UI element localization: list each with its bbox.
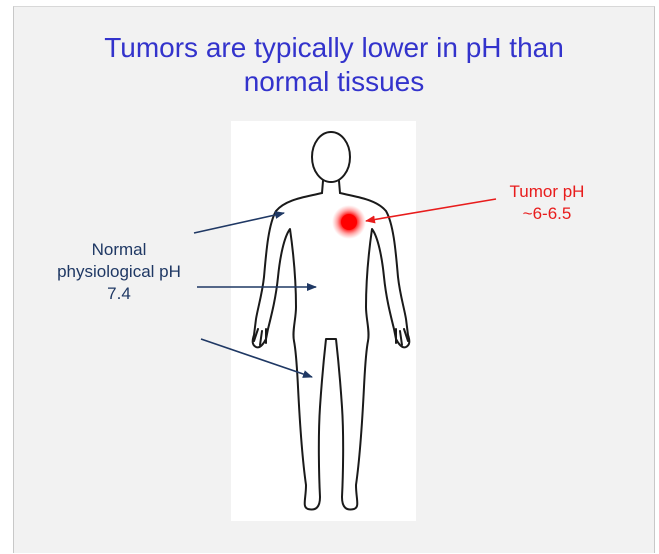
tumor-ph-label-line-1: Tumor pH xyxy=(499,181,595,203)
tumor-spot-icon xyxy=(332,205,366,239)
human-body-outline-icon xyxy=(253,132,410,510)
normal-ph-label-line-2: physiological pH xyxy=(26,261,212,283)
normal-ph-label-line-1: Normal xyxy=(26,239,212,261)
normal-ph-label-line-3: 7.4 xyxy=(26,283,212,305)
normal-ph-label: Normal physiological pH 7.4 xyxy=(26,239,212,305)
slide: Tumors are typically lower in pH than no… xyxy=(13,6,655,553)
tumor-ph-label-line-2: ~6-6.5 xyxy=(499,203,595,225)
tumor-ph-label: Tumor pH ~6-6.5 xyxy=(499,181,595,225)
